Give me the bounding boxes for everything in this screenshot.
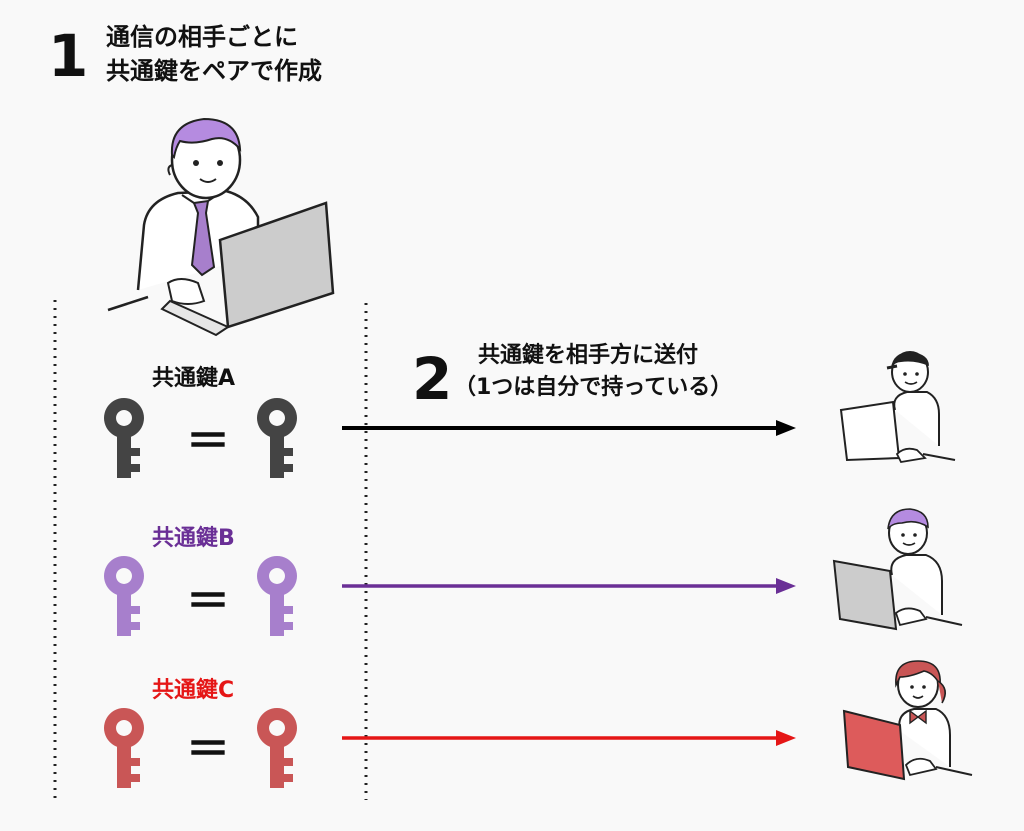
key-a-icon-1: [103, 398, 144, 478]
step-2-description: 共通鍵を相手方に送付 （1つは自分で持っている）: [454, 340, 732, 404]
arrow-to-recipient-b: [342, 578, 796, 594]
arrow-to-recipient-c: [342, 730, 796, 746]
equals-sign-a: ＝: [186, 416, 230, 467]
key-b-icon-2: [256, 556, 297, 636]
key-b-label: 共通鍵B: [152, 526, 235, 551]
arrow-to-recipient-a: [342, 420, 796, 436]
step-2-number: 2: [412, 345, 453, 413]
recipient-purple-hair-person: [832, 508, 963, 631]
key-c-icon-1: [103, 708, 144, 788]
step-1-number: 1: [48, 22, 89, 90]
step-1-line-2: 共通鍵をペアで作成: [106, 57, 322, 85]
recipient-woman-person: [842, 660, 973, 781]
main-person-illustration: [107, 117, 335, 337]
step-2-line-2: （1つは自分で持っている）: [454, 375, 733, 400]
key-b-icon-1: [103, 556, 144, 636]
step-1-line-1: 通信の相手ごとに: [106, 23, 298, 51]
step-1-description: 通信の相手ごとに 共通鍵をペアで作成: [106, 20, 322, 88]
key-c-label: 共通鍵C: [152, 678, 235, 703]
equals-sign-c: ＝: [186, 724, 230, 775]
key-c-icon-2: [256, 708, 297, 788]
equals-sign-b: ＝: [186, 576, 230, 627]
key-a-label: 共通鍵A: [152, 366, 236, 391]
recipient-cap-person: [839, 351, 956, 463]
key-a-icon-2: [256, 398, 297, 478]
step-2-line-1: 共通鍵を相手方に送付: [478, 343, 699, 368]
